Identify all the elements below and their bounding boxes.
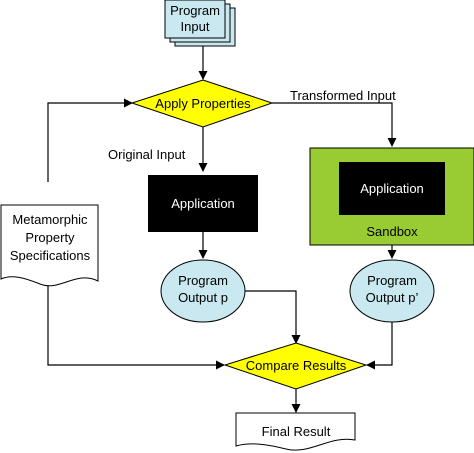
edge-output-p-to-compare <box>240 290 301 344</box>
compare-results-label: Compare Results <box>246 358 347 373</box>
metamorphic-spec-line1: Metamorphic <box>12 212 88 227</box>
final-result-label: Final Result <box>262 424 331 439</box>
transformed-input-label: Transformed Input <box>290 88 396 103</box>
apply-properties-node: Apply Properties <box>130 79 274 128</box>
final-result-node: Final Result <box>235 412 356 451</box>
program-input-line2: Input <box>181 19 210 34</box>
original-input-label: Original Input <box>108 147 186 162</box>
metamorphic-spec-line3: Specifications <box>10 248 91 263</box>
output-p-prime-node: Program Output p’ <box>349 259 435 323</box>
metamorphic-spec-node: Metamorphic Property Specifications <box>0 204 99 287</box>
sandbox-label: Sandbox <box>366 224 418 239</box>
application-node: Application <box>148 175 258 232</box>
output-p-prime-line1: Program <box>367 273 417 288</box>
output-p-line1: Program <box>178 273 228 288</box>
edge-output-p-prime-to-compare <box>366 322 393 370</box>
sandboxed-application-label: Application <box>360 181 424 196</box>
application-label: Application <box>171 196 235 211</box>
output-p-prime-line2: Output p’ <box>366 290 419 305</box>
program-input-node: Program Input <box>164 0 236 47</box>
edge-spec-to-compare <box>47 286 225 370</box>
connectors <box>47 45 397 413</box>
output-p-line2: Output p <box>178 290 228 305</box>
sandbox-node: Application Sandbox <box>309 147 474 246</box>
output-p-node: Program Output p <box>160 259 246 323</box>
sandboxed-application-box <box>339 162 445 215</box>
program-input-line1: Program <box>170 3 220 18</box>
compare-results-node: Compare Results <box>223 342 368 390</box>
metamorphic-spec-line2: Property <box>25 230 75 245</box>
edge-apply-to-sandbox <box>272 102 397 147</box>
apply-properties-label: Apply Properties <box>155 96 251 111</box>
edge-spec-to-apply <box>47 98 133 182</box>
